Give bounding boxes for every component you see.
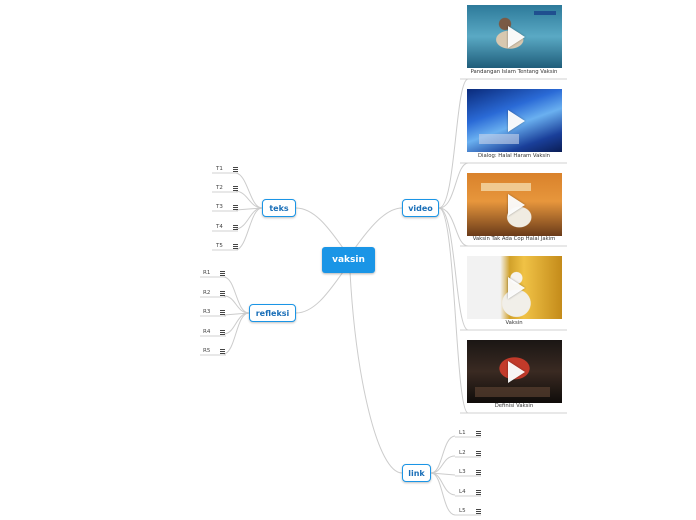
note-icon <box>233 224 238 230</box>
leaf-label: L3 <box>459 469 466 475</box>
note-icon <box>220 329 225 335</box>
leaf-label: T4 <box>216 224 223 230</box>
leaf-label: R4 <box>203 329 211 335</box>
leaf-teks-3[interactable]: T3 <box>216 201 238 213</box>
leaf-teks-2[interactable]: T2 <box>216 182 238 194</box>
play-icon <box>507 109 525 132</box>
video-thumbnail-4[interactable] <box>467 256 562 319</box>
video-caption-1: Pandangan Islam Tentang Vaksin <box>470 69 558 75</box>
studio-desk <box>479 134 519 144</box>
leaf-label: R2 <box>203 290 211 296</box>
leaf-teks-1[interactable]: T1 <box>216 163 238 175</box>
leaf-link-4[interactable]: L4 <box>459 486 481 498</box>
note-icon <box>476 450 481 456</box>
leaf-label: R1 <box>203 270 211 276</box>
audience <box>475 387 550 397</box>
note-icon <box>233 166 238 172</box>
note-icon <box>476 508 481 514</box>
video-thumbnail-5[interactable] <box>467 340 562 403</box>
play-icon <box>507 276 525 299</box>
branch-video[interactable]: video <box>402 199 439 217</box>
leaf-label: L5 <box>459 508 466 514</box>
leaf-label: R5 <box>203 348 211 354</box>
root-node[interactable]: vaksin <box>322 247 375 273</box>
leaf-link-3[interactable]: L3 <box>459 466 481 478</box>
branch-refleksi[interactable]: refleksi <box>249 304 296 322</box>
note-icon <box>233 204 238 210</box>
note-icon <box>476 430 481 436</box>
note-icon <box>220 290 225 296</box>
video-caption-4: Vaksin <box>505 320 523 326</box>
play-icon <box>507 193 525 216</box>
branch-link[interactable]: link <box>402 464 431 482</box>
video-caption-5: Definisi Vaksin <box>494 403 534 409</box>
leaf-teks-5[interactable]: T5 <box>216 240 238 252</box>
leaf-label: R3 <box>203 309 211 315</box>
play-icon <box>507 25 525 48</box>
note-icon <box>476 489 481 495</box>
note-icon <box>220 270 225 276</box>
leaf-refleksi-2[interactable]: R2 <box>203 287 225 299</box>
leaf-label: T5 <box>216 243 223 249</box>
leaf-label: T2 <box>216 185 223 191</box>
leaf-label: T3 <box>216 204 223 210</box>
note-icon <box>220 348 225 354</box>
leaf-link-5[interactable]: L5 <box>459 505 481 517</box>
play-icon <box>507 360 525 383</box>
note-icon <box>476 469 481 475</box>
leaf-label: L2 <box>459 450 466 456</box>
video-thumbnail-1[interactable] <box>467 5 562 68</box>
note-icon <box>220 309 225 315</box>
note-icon <box>233 243 238 249</box>
leaf-label: T1 <box>216 166 223 172</box>
leaf-refleksi-4[interactable]: R4 <box>203 326 225 338</box>
leaf-teks-4[interactable]: T4 <box>216 221 238 233</box>
leaf-refleksi-1[interactable]: R1 <box>203 267 225 279</box>
channel-logo <box>534 11 556 15</box>
video-thumbnail-3[interactable] <box>467 173 562 236</box>
video-caption-3: Vaksin Tak Ada Cop Halal Jakim <box>472 236 556 242</box>
banner <box>481 183 531 191</box>
leaf-link-1[interactable]: L1 <box>459 427 481 439</box>
leaf-label: L1 <box>459 430 466 436</box>
note-icon <box>233 185 238 191</box>
leaf-refleksi-5[interactable]: R5 <box>203 345 225 357</box>
video-thumbnail-2[interactable] <box>467 89 562 152</box>
leaf-label: L4 <box>459 489 466 495</box>
leaf-link-2[interactable]: L2 <box>459 447 481 459</box>
branch-teks[interactable]: teks <box>262 199 296 217</box>
leaf-refleksi-3[interactable]: R3 <box>203 306 225 318</box>
video-caption-2: Dialog: Halal Haram Vaksin <box>477 153 551 159</box>
